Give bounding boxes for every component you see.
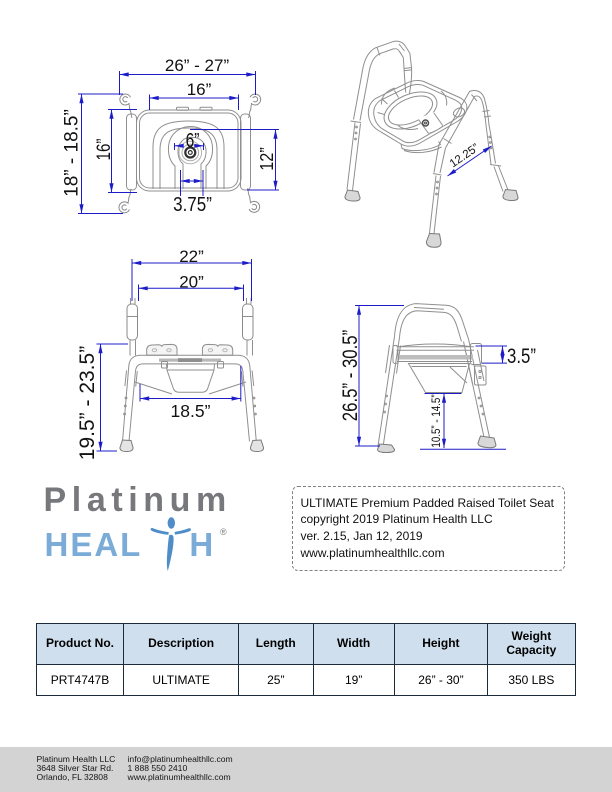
- svg-text:12”: 12”: [256, 147, 277, 171]
- svg-text:19.5” - 23.5”: 19.5” - 23.5”: [76, 346, 99, 460]
- svg-text:3.5”: 3.5”: [507, 345, 536, 368]
- svg-text:22”: 22”: [179, 247, 204, 266]
- svg-text:16”: 16”: [187, 80, 212, 99]
- svg-text:6”: 6”: [186, 129, 200, 151]
- svg-text:16”: 16”: [92, 138, 114, 160]
- svg-text:18” - 18.5”: 18” - 18.5”: [62, 109, 83, 197]
- svg-text:26.5” - 30.5”: 26.5” - 30.5”: [339, 330, 362, 421]
- svg-text:18.5”: 18.5”: [171, 401, 211, 421]
- svg-text:3.75”: 3.75”: [173, 193, 212, 216]
- svg-text:26” - 27”: 26” - 27”: [165, 56, 230, 75]
- svg-text:10.5” - 14.5”: 10.5” - 14.5”: [430, 394, 443, 448]
- svg-text:20”: 20”: [179, 272, 204, 291]
